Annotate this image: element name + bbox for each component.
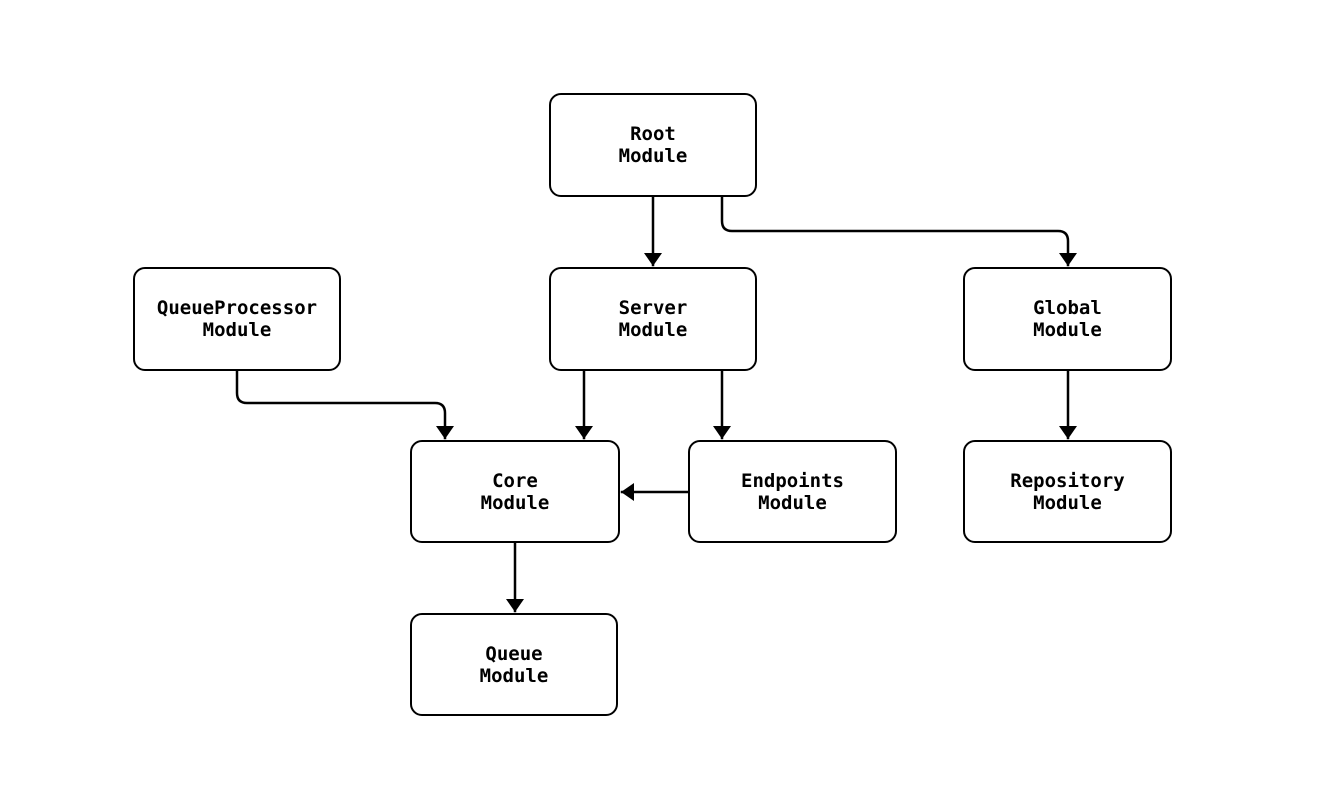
node-label-server: Server Module: [618, 297, 688, 341]
edge-queueprocessor-to-core: [235, 369, 454, 440]
node-root: Root Module: [549, 93, 757, 197]
node-server: Server Module: [549, 267, 757, 371]
node-label-endpoints: Endpoints Module: [741, 469, 844, 514]
node-label-queue: Queue Module: [479, 642, 549, 687]
node-label-repository: Repository Module: [1010, 469, 1125, 514]
node-label-queueprocessor: QueueProcessor Module: [156, 297, 318, 341]
node-label-core: Core Module: [480, 469, 550, 514]
node-core: Core Module: [410, 440, 620, 543]
node-queueprocessor: QueueProcessor Module: [133, 267, 341, 371]
node-repository: Repository Module: [963, 440, 1172, 543]
node-label-global: Global Module: [1033, 297, 1102, 341]
node-global: Global Module: [963, 267, 1172, 371]
edge-group: [235, 195, 1077, 613]
node-queue: Queue Module: [410, 613, 618, 716]
node-label-root: Root Module: [618, 123, 688, 167]
node-endpoints: Endpoints Module: [688, 440, 897, 543]
edge-root-to-global: [720, 195, 1077, 267]
